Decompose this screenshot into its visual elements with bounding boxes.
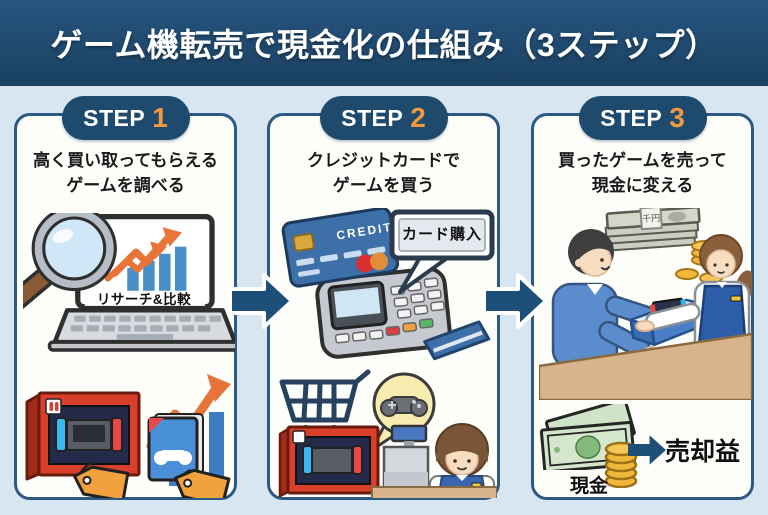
card-purchase-bubble-label: カード購入 bbox=[401, 226, 482, 243]
step-1-badge-number: 1 bbox=[152, 102, 168, 133]
step-1-card: STEP 1 高く買い取ってもらえる ゲームを調べる bbox=[14, 96, 237, 500]
credit-card-icon: CREDIT bbox=[281, 208, 400, 288]
price-tag-icon bbox=[73, 460, 130, 498]
card-payment-illustration: CREDIT bbox=[281, 208, 495, 361]
controller-glyph bbox=[154, 450, 192, 465]
counter bbox=[539, 332, 752, 400]
profit-label: 売却益 bbox=[665, 438, 741, 466]
step-3-badge-label: STEP bbox=[600, 104, 663, 131]
step-3-heading-line1: 買ったゲームを売って bbox=[558, 151, 727, 170]
step-2-card: STEP 2 クレジットカードで ゲームを買う bbox=[267, 96, 500, 500]
step-1-heading-line1: 高く買い取ってもらえる bbox=[33, 151, 218, 170]
step-2-badge: STEP 2 bbox=[319, 96, 448, 140]
payment-terminal-icon bbox=[315, 266, 491, 361]
switch-box-icon bbox=[25, 391, 141, 481]
step-2-badge-number: 2 bbox=[410, 102, 426, 133]
profit-arrow-icon bbox=[628, 435, 666, 465]
store-purchase-illustration bbox=[278, 369, 497, 498]
step-3-heading-line2: 現金に変える bbox=[591, 175, 694, 195]
step-1-badge: STEP 1 bbox=[61, 96, 190, 140]
step-3-card: STEP 3 買ったゲームを売って 現金に変える 千円 bbox=[531, 96, 754, 500]
magnifier-icon bbox=[23, 213, 117, 312]
step-2-badge-label: STEP bbox=[341, 104, 404, 131]
page-title: ゲーム機転売で現金化の仕組み（3ステップ） bbox=[50, 27, 718, 63]
card-number-dashes bbox=[296, 246, 386, 277]
games-pricing-illustration bbox=[25, 374, 231, 498]
keyboard-keys bbox=[70, 315, 221, 340]
cash-label: 現金 bbox=[569, 476, 608, 497]
step2-to-step3-arrow-icon bbox=[482, 273, 548, 329]
research-screen-label: リサーチ&比較 bbox=[96, 292, 192, 307]
price-tag-icon bbox=[174, 468, 231, 498]
step-2-heading-line1: クレジットカードで bbox=[307, 151, 460, 170]
terminal-keypad bbox=[334, 277, 445, 344]
step-1-heading: 高く買い取ってもらえる ゲームを調べる bbox=[17, 149, 234, 198]
banknote-label: 千円 bbox=[642, 213, 661, 224]
step-3-badge-number: 3 bbox=[669, 102, 685, 133]
step-1-heading-line2: ゲームを調べる bbox=[66, 175, 185, 195]
speech-bubble-icon bbox=[389, 209, 495, 294]
cash-icon bbox=[540, 404, 636, 470]
banknote-stack-icon: 千円 bbox=[601, 208, 701, 252]
step-2-heading-line2: ゲームを買う bbox=[332, 175, 435, 195]
title-banner: ゲーム機転売で現金化の仕組み（3ステップ） bbox=[0, 0, 768, 86]
handover-illustration: 千円 bbox=[539, 208, 752, 400]
step-3-heading: 買ったゲームを売って 現金に変える bbox=[534, 149, 751, 198]
step-1-badge-label: STEP bbox=[83, 104, 146, 131]
cashier-icon bbox=[371, 423, 497, 498]
step-2-heading: クレジットカードで ゲームを買う bbox=[270, 149, 497, 198]
seller-man bbox=[551, 229, 673, 370]
step1-to-step2-arrow-icon bbox=[228, 273, 294, 329]
coin-stack-icon bbox=[604, 441, 638, 488]
switch-box-icon bbox=[278, 425, 380, 498]
game-case-icon bbox=[147, 413, 204, 482]
step-3-badge: STEP 3 bbox=[578, 96, 707, 140]
research-laptop-illustration bbox=[23, 213, 235, 352]
